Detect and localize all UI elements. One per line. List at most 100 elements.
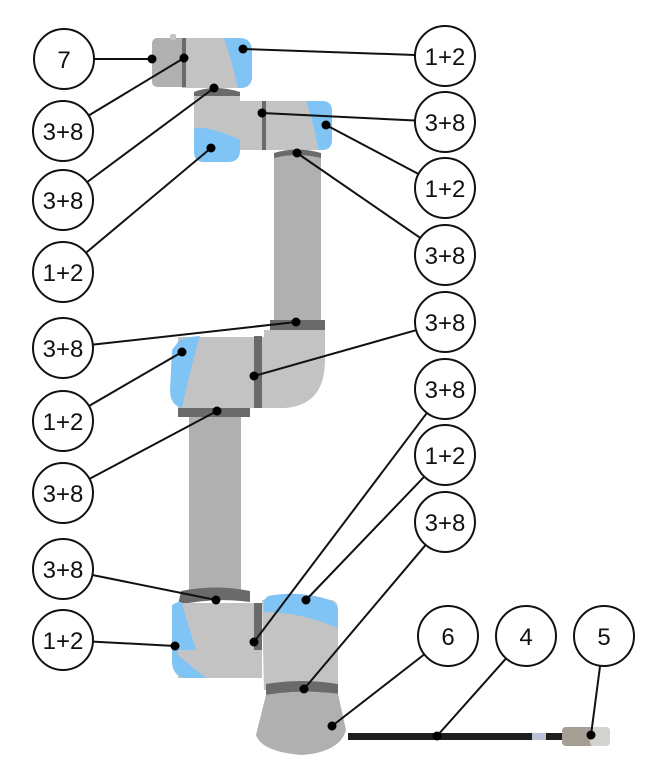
callout-bubble (414, 224, 476, 286)
callout-label: 1+2 (43, 409, 84, 436)
anchor-dot (249, 371, 259, 381)
anchor-dot (257, 108, 267, 118)
elbow-joint (170, 330, 325, 417)
leader-line (86, 87, 215, 183)
callout-c-38-shoulder-joint-right: 3+8 (249, 358, 476, 647)
leader-line (88, 351, 183, 407)
callout-bubble (414, 424, 476, 486)
callout-label: 5 (597, 624, 610, 651)
callout-c-12-wrist2-right: 1+2 (321, 120, 476, 219)
anchor-dot (292, 148, 302, 158)
blue-cap (306, 101, 332, 150)
callout-bubble (32, 241, 94, 303)
anchor-dot (249, 637, 259, 647)
callout-bubble (414, 157, 476, 219)
callout-c-12-shoulder-right: 1+2 (301, 424, 476, 605)
leader-line (88, 57, 185, 117)
anchor-dot (291, 317, 301, 327)
callout-bubble (414, 491, 476, 553)
upper-arm (178, 417, 250, 605)
callout-c-38-forearm-top-right: 3+8 (292, 148, 476, 286)
callout-bubble (414, 291, 476, 353)
leader-line (296, 152, 421, 239)
leader-line (85, 147, 212, 254)
callout-label: 3+8 (43, 481, 84, 508)
cable (348, 727, 610, 746)
callout-c-38-base-band-right: 3+8 (299, 491, 476, 694)
anchor-dot (238, 44, 248, 54)
callout-c-6-base: 6 (327, 605, 479, 731)
anchor-dot (211, 595, 221, 605)
anchor-dot (147, 54, 157, 64)
callout-c-12-top-right: 1+2 (238, 25, 476, 87)
callout-bubble (414, 91, 476, 153)
callout-bubble (32, 609, 94, 671)
callout-c-38-elbow-right: 3+8 (249, 291, 476, 381)
tool-flange (152, 34, 188, 87)
band (254, 336, 262, 408)
callout-c-38-wrist1-left: 3+8 (32, 53, 189, 162)
anchor-dot (299, 684, 309, 694)
callout-c-12-shoulder-left: 1+2 (32, 609, 180, 671)
callout-bubble (32, 169, 94, 231)
callout-c-12-elbow-left: 1+2 (32, 347, 187, 452)
callout-label: 3+8 (43, 336, 84, 363)
callout-label: 3+8 (425, 510, 466, 537)
shoulder-joint (172, 593, 338, 690)
callout-label: 3+8 (43, 188, 84, 215)
callout-label: 3+8 (425, 110, 466, 137)
callout-label: 1+2 (425, 176, 466, 203)
callout-label: 3+8 (425, 377, 466, 404)
leader-line (261, 112, 416, 122)
callout-label: 1+2 (425, 44, 466, 71)
leader-line (253, 412, 428, 643)
callout-label: 1+2 (43, 628, 84, 655)
leader-line (253, 329, 417, 377)
leader-line (92, 640, 176, 647)
callout-bubble (417, 605, 479, 667)
anchor-dot (170, 641, 180, 651)
leader-line (305, 475, 425, 601)
anchor-dot (177, 347, 187, 357)
callout-c-5-connector: 5 (573, 605, 635, 740)
callout-c-7-top: 7 (33, 28, 157, 90)
callout-bubble (414, 25, 476, 87)
leader-line (325, 124, 419, 175)
leader-line (242, 48, 416, 56)
anchor-dot (179, 53, 189, 63)
callout-label: 3+8 (43, 119, 84, 146)
anchor-dot (321, 120, 331, 130)
callout-c-38-upperarm-top-left: 3+8 (32, 406, 222, 524)
leader-line (303, 544, 427, 690)
callout-label: 7 (57, 47, 70, 74)
wrist-1-joint (262, 101, 332, 150)
leader-line (436, 657, 507, 737)
band (262, 101, 266, 150)
callout-c-38-upperarm-bottom-left: 3+8 (32, 538, 221, 605)
leader-line (92, 573, 217, 601)
callout-bubble (414, 358, 476, 420)
callout-label: 3+8 (425, 243, 466, 270)
connector (562, 727, 594, 746)
callout-label: 1+2 (425, 443, 466, 470)
callout-bubble (32, 538, 94, 600)
callout-label: 1+2 (43, 260, 84, 287)
anchor-dot (301, 595, 311, 605)
leader-line (590, 665, 602, 736)
callout-c-38-wrist2-right: 3+8 (257, 91, 476, 153)
anchor-dot (432, 731, 442, 741)
anchor-dot (206, 143, 216, 153)
callout-c-38-elbow-upper-left: 3+8 (32, 317, 301, 379)
callout-label: 4 (519, 624, 532, 651)
callout-bubble (32, 317, 94, 379)
callout-label: 6 (441, 624, 454, 651)
leader-line (89, 410, 218, 480)
callout-bubble (573, 605, 635, 667)
anchor-dot (209, 83, 219, 93)
callout-bubble (32, 462, 94, 524)
anchor-dot (327, 721, 337, 731)
leader-line (331, 653, 425, 727)
callout-bubble (32, 390, 94, 452)
leader-line (92, 321, 297, 346)
